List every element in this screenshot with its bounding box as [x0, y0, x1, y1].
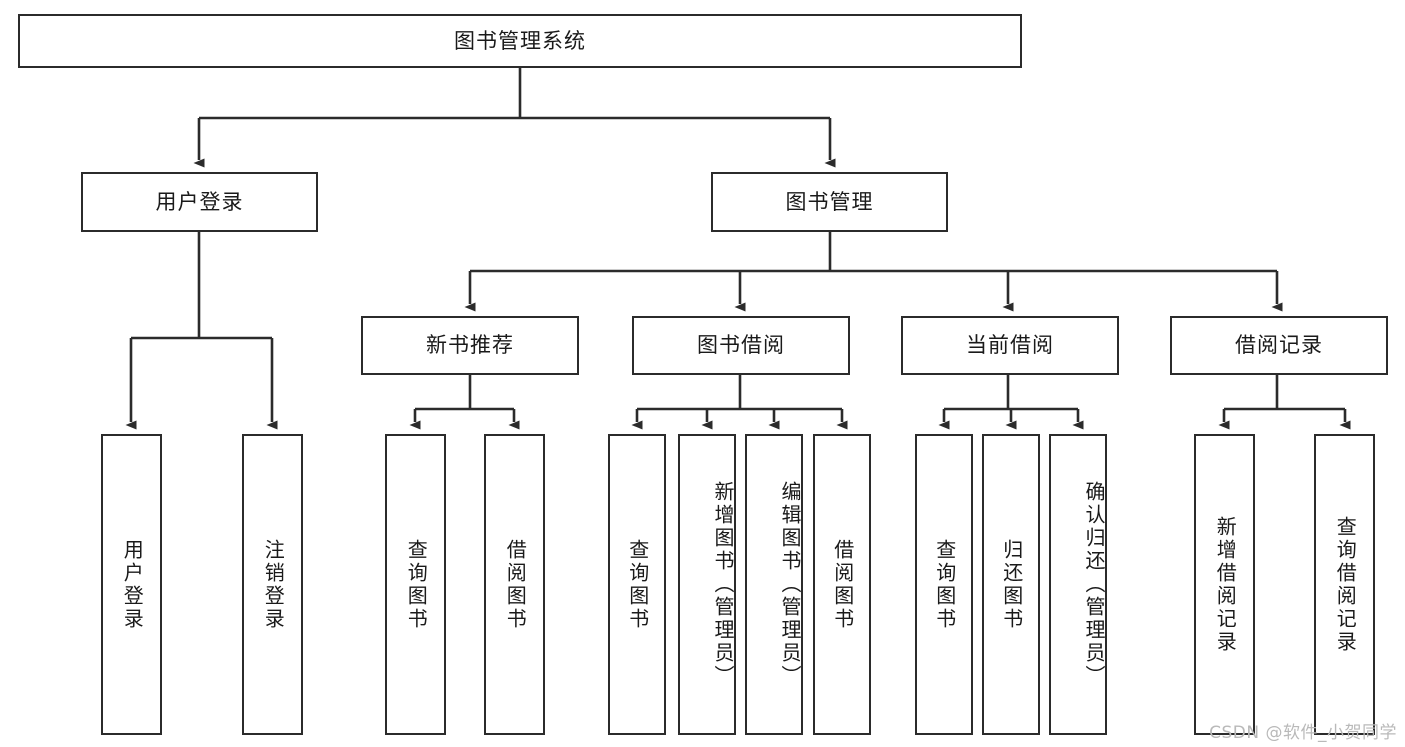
- node-book-borrow-label: 图书借阅: [697, 333, 785, 358]
- leaf-user-login-label: 用户登录: [120, 538, 145, 631]
- leaf-query-borrow-record[interactable]: 查询借阅记录: [1314, 434, 1375, 735]
- csdn-watermark: CSDN @软件_小贺同学: [1209, 723, 1397, 743]
- leaf-add-book-label: 新增图书（管理员）: [711, 481, 735, 688]
- node-book-manage[interactable]: 图书管理: [711, 172, 948, 232]
- node-book-borrow[interactable]: 图书借阅: [632, 316, 850, 375]
- node-current-borrow-label: 当前借阅: [966, 333, 1054, 358]
- node-current-borrow[interactable]: 当前借阅: [901, 316, 1119, 375]
- leaf-borrow-book[interactable]: 借阅图书: [813, 434, 871, 735]
- leaf-user-login[interactable]: 用户登录: [101, 434, 162, 735]
- node-borrow-record-label: 借阅记录: [1235, 333, 1323, 358]
- node-user-login[interactable]: 用户登录: [81, 172, 318, 232]
- leaf-logout[interactable]: 注销登录: [242, 434, 303, 735]
- node-new-book-recommend-label: 新书推荐: [426, 333, 514, 358]
- leaf-query-borrow-record-label: 查询借阅记录: [1333, 515, 1358, 654]
- leaf-query-book-current-label: 查询图书: [932, 538, 957, 631]
- node-new-book-recommend[interactable]: 新书推荐: [361, 316, 579, 375]
- leaf-borrow-book-recommend[interactable]: 借阅图书: [484, 434, 545, 735]
- leaf-query-book-recommend[interactable]: 查询图书: [385, 434, 446, 735]
- leaf-edit-book[interactable]: 编辑图书（管理员）: [745, 434, 803, 735]
- leaf-add-borrow-record[interactable]: 新增借阅记录: [1194, 434, 1255, 735]
- leaf-confirm-return[interactable]: 确认归还（管理员）: [1049, 434, 1107, 735]
- leaf-query-book-current[interactable]: 查询图书: [915, 434, 973, 735]
- leaf-borrow-book-label: 借阅图书: [830, 538, 855, 631]
- node-root[interactable]: 图书管理系统: [18, 14, 1022, 68]
- node-root-label: 图书管理系统: [454, 28, 586, 53]
- leaf-return-book-label: 归还图书: [999, 538, 1024, 631]
- node-user-login-label: 用户登录: [155, 189, 244, 214]
- leaf-return-book[interactable]: 归还图书: [982, 434, 1040, 735]
- leaf-query-book-borrow[interactable]: 查询图书: [608, 434, 666, 735]
- leaf-logout-label: 注销登录: [261, 538, 286, 631]
- leaf-add-book[interactable]: 新增图书（管理员）: [678, 434, 736, 735]
- leaf-confirm-return-label: 确认归还（管理员）: [1082, 481, 1106, 688]
- leaf-add-borrow-record-label: 新增借阅记录: [1213, 515, 1238, 654]
- node-borrow-record[interactable]: 借阅记录: [1170, 316, 1388, 375]
- leaf-borrow-book-recommend-label: 借阅图书: [503, 538, 528, 631]
- leaf-edit-book-label: 编辑图书（管理员）: [778, 481, 802, 688]
- leaf-query-book-recommend-label: 查询图书: [404, 538, 429, 631]
- node-book-manage-label: 图书管理: [785, 189, 874, 214]
- leaf-query-book-borrow-label: 查询图书: [625, 538, 650, 631]
